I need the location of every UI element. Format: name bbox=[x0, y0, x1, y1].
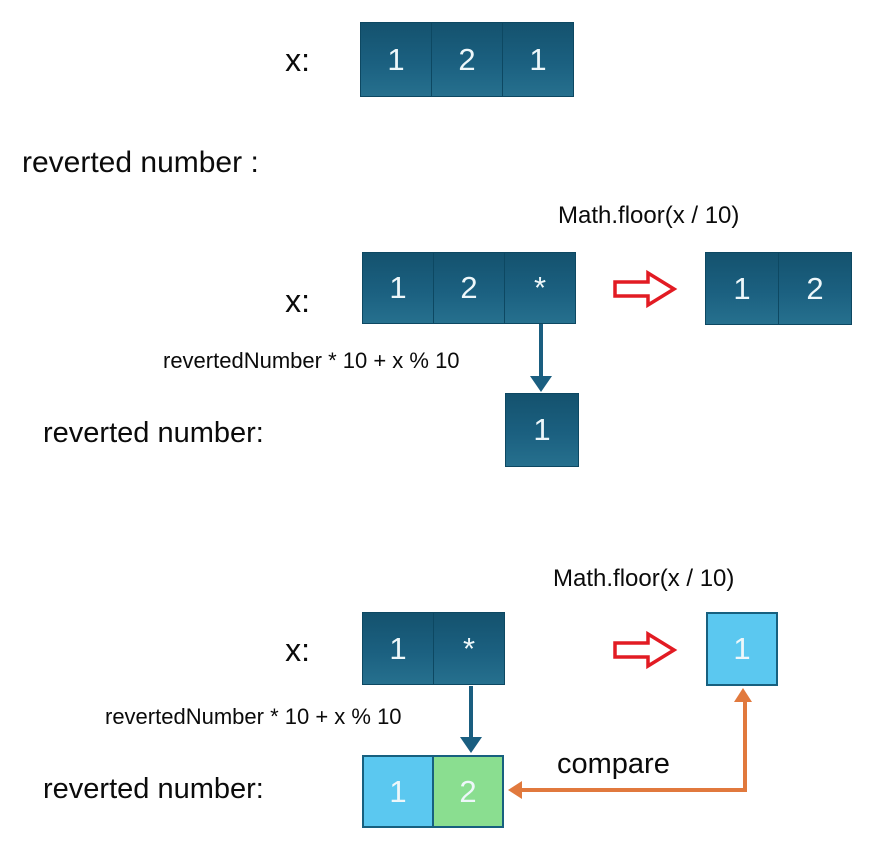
digit-cell: 1 bbox=[705, 252, 779, 325]
step2-x-cells: 1 * bbox=[362, 612, 505, 685]
digit-cell: * bbox=[433, 612, 505, 685]
compare-arrow-head-left bbox=[508, 781, 522, 799]
step1-assign-arrow-head bbox=[530, 376, 552, 392]
digit-cell: 2 bbox=[778, 252, 852, 325]
digit-cell: 1 bbox=[706, 612, 778, 686]
compare-label: compare bbox=[557, 748, 670, 780]
initial-reverted-number-label: reverted number : bbox=[22, 146, 259, 179]
digit-cell: 1 bbox=[362, 252, 434, 324]
compare-arrow-horizontal-line bbox=[520, 788, 747, 792]
step2-assign-arrow-line bbox=[469, 686, 473, 738]
compare-arrow-vertical-line bbox=[743, 700, 747, 792]
step2-reverted-number-label: reverted number: bbox=[43, 773, 264, 805]
digit-cell: 2 bbox=[431, 22, 503, 97]
digit-cell: 1 bbox=[505, 393, 579, 467]
step2-result-cells: 1 bbox=[706, 612, 778, 686]
step2-formula-label: revertedNumber * 10 + x % 10 bbox=[105, 704, 402, 729]
step1-reverted-cells: 1 bbox=[505, 393, 579, 467]
digit-cell: * bbox=[504, 252, 576, 324]
compare-arrow-head-up bbox=[734, 688, 752, 702]
digit-cell: 2 bbox=[433, 252, 505, 324]
step2-assign-arrow-head bbox=[460, 737, 482, 753]
step1-x-label: x: bbox=[285, 283, 310, 319]
digit-cell: 2 bbox=[432, 755, 504, 828]
digit-cell: 1 bbox=[362, 612, 434, 685]
step1-reverted-number-label: reverted number: bbox=[43, 417, 264, 449]
initial-x-cells: 1 2 1 bbox=[360, 22, 574, 97]
digit-cell: 1 bbox=[362, 755, 434, 828]
step1-formula-label: revertedNumber * 10 + x % 10 bbox=[163, 348, 460, 373]
step2-reverted-cells: 1 2 bbox=[362, 755, 504, 828]
step1-assign-arrow-line bbox=[539, 324, 543, 377]
digit-cell: 1 bbox=[360, 22, 432, 97]
digit-cell: 1 bbox=[502, 22, 574, 97]
right-block-arrow-icon bbox=[613, 630, 678, 670]
initial-x-label: x: bbox=[285, 42, 310, 78]
step2-x-label: x: bbox=[285, 632, 310, 668]
step2-math-floor-label: Math.floor(x / 10) bbox=[553, 565, 735, 592]
step1-math-floor-label: Math.floor(x / 10) bbox=[558, 202, 740, 229]
right-block-arrow-icon bbox=[613, 269, 678, 309]
step1-result-cells: 1 2 bbox=[705, 252, 852, 325]
step1-x-cells: 1 2 * bbox=[362, 252, 576, 324]
